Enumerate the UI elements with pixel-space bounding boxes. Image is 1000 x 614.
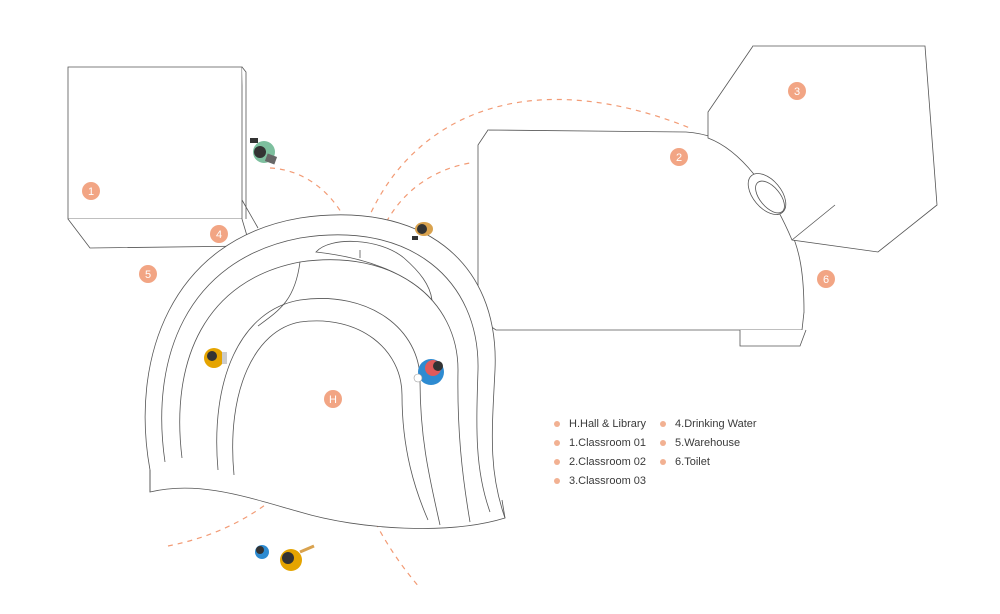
legend-label: 5.Warehouse <box>675 436 741 449</box>
legend-label: 4.Drinking Water <box>675 417 757 430</box>
legend-dot <box>554 477 560 484</box>
person-in-hall-right <box>413 359 444 385</box>
building-2 <box>477 129 807 347</box>
person-in-hall-left <box>204 348 227 368</box>
legend-item: 1.Classroom 01 <box>554 433 646 452</box>
legend-label: H.Hall & Library <box>569 417 647 430</box>
legend-dot <box>554 439 560 446</box>
svg-text:3: 3 <box>794 86 800 98</box>
people-walking-bottom <box>255 544 315 571</box>
legend-dot <box>660 458 667 465</box>
hall-outer-wall <box>144 214 506 529</box>
path-hall-to-right-top <box>377 162 471 241</box>
legend-item: 6.Toilet <box>660 452 757 471</box>
person-walking-top <box>412 222 433 240</box>
legend-item: 5.Warehouse <box>660 433 757 452</box>
hall-skylight <box>315 240 433 302</box>
legend-label: 1.Classroom 01 <box>569 436 647 449</box>
marker-1: 1 <box>82 182 100 200</box>
hall-library <box>144 214 506 529</box>
legend-label: 3.Classroom 03 <box>569 474 647 487</box>
legend-label: 2.Classroom 02 <box>569 455 647 468</box>
svg-text:6: 6 <box>823 274 829 286</box>
legend-column-2: 4.Drinking Water 5.Warehouse 6.Toilet <box>660 414 757 490</box>
building-1 <box>67 66 259 249</box>
legend-dot <box>660 439 667 446</box>
marker-5: 5 <box>139 265 157 283</box>
svg-text:H: H <box>329 394 337 406</box>
svg-text:1: 1 <box>88 186 94 198</box>
marker-hall: H <box>324 390 342 408</box>
legend-item: 4.Drinking Water <box>660 414 757 433</box>
legend-dot <box>660 420 667 427</box>
marker-6: 6 <box>817 270 835 288</box>
legend-dot <box>554 420 560 427</box>
svg-text:4: 4 <box>216 229 222 241</box>
marker-4: 4 <box>210 225 228 243</box>
legend-item: 2.Classroom 02 <box>554 452 646 471</box>
svg-text:2: 2 <box>676 152 682 164</box>
person-near-building-1 <box>250 138 278 165</box>
path-hall-to-classroom-02 <box>359 98 691 241</box>
legend-label: 6.Toilet <box>675 455 710 468</box>
marker-3: 3 <box>788 82 806 100</box>
legend-item: H.Hall & Library <box>554 414 646 433</box>
legend-dot <box>554 458 560 465</box>
legend-item: 3.Classroom 03 <box>554 471 646 490</box>
marker-2: 2 <box>670 148 688 166</box>
legend: H.Hall & Library 1.Classroom 01 2.Classr… <box>554 414 757 490</box>
legend-column-1: H.Hall & Library 1.Classroom 01 2.Classr… <box>554 414 646 490</box>
svg-text:5: 5 <box>145 269 151 281</box>
